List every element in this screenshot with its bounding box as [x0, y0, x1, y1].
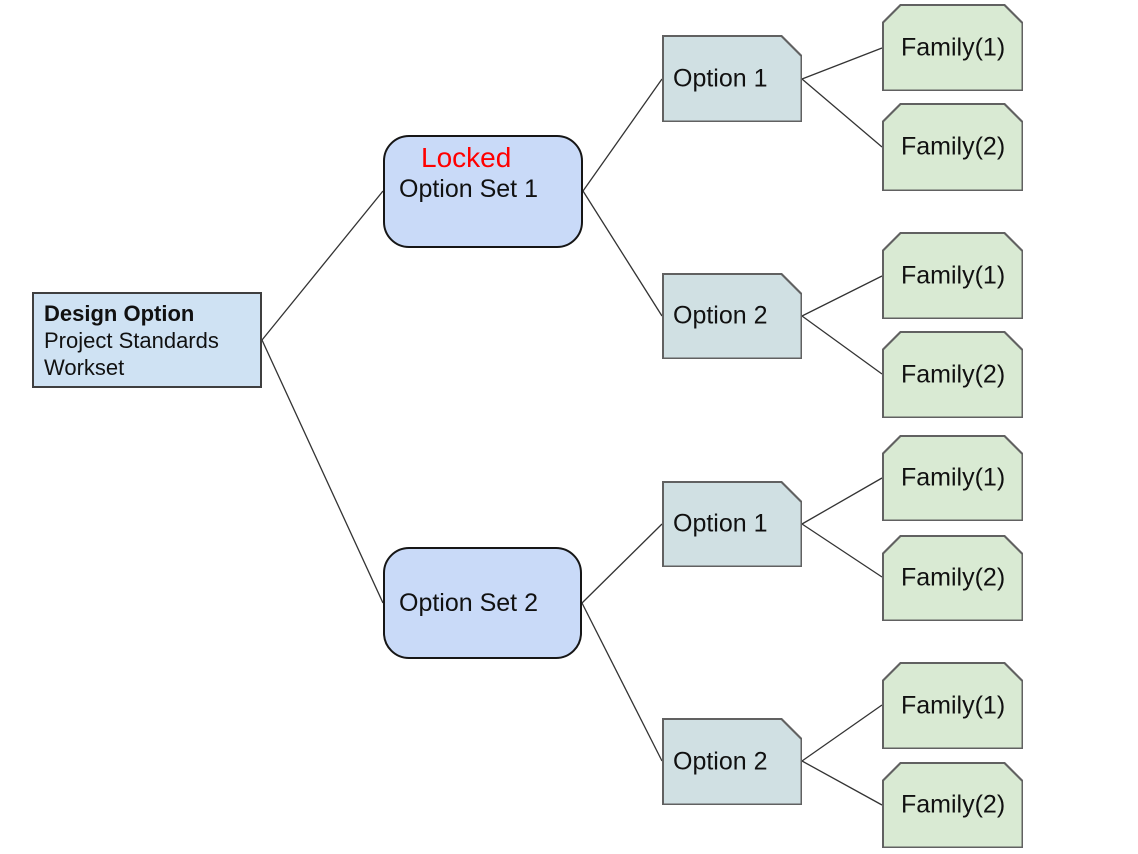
option-node-fill — [664, 483, 801, 566]
family-node-fill — [884, 537, 1022, 620]
connector-line — [801, 704, 883, 762]
family-node-set2-option2-family2: Family(2) — [882, 762, 1023, 848]
family-node-set1-option1-family2: Family(2) — [882, 103, 1023, 191]
option-label: Option 2 — [673, 301, 768, 330]
family-node-fill — [884, 764, 1022, 847]
option-node-fill — [664, 275, 801, 358]
connector-line — [582, 190, 663, 317]
connector-line — [801, 47, 883, 80]
root-title: Design Option — [44, 301, 195, 326]
family-label: Family(2) — [901, 563, 1006, 592]
family-node-set1-option2-family1: Family(1) — [882, 232, 1023, 319]
option-node-set1-option1: Option 1 — [662, 35, 802, 122]
family-node-set1-option1-family1: Family(1) — [882, 4, 1023, 91]
connector-line — [581, 602, 663, 762]
connector-line — [581, 523, 663, 604]
option-set-2-node: Option Set 2 — [383, 547, 582, 659]
connector-line — [261, 339, 384, 604]
connector-line — [582, 78, 663, 192]
family-node-fill — [884, 664, 1022, 748]
option-set-1-label: Option Set 1 — [399, 175, 538, 203]
connector-line — [261, 190, 384, 341]
family-node-set2-option1-family1: Family(1) — [882, 435, 1023, 521]
family-label: Family(1) — [901, 691, 1006, 719]
option-label: Option 1 — [673, 509, 768, 538]
option-set-2-label: Option Set 2 — [399, 588, 538, 617]
root-line-project-standards: Project Standards — [44, 328, 219, 353]
connector-line — [801, 477, 883, 525]
option-node-fill — [664, 720, 801, 804]
option-set-1-node: Locked Option Set 1 — [383, 135, 583, 248]
connector-line — [801, 315, 883, 375]
family-node-set1-option2-family2: Family(2) — [882, 331, 1023, 418]
family-node-fill — [884, 437, 1022, 520]
connector-line — [801, 275, 883, 317]
family-node-fill — [884, 333, 1022, 417]
option-label: Option 2 — [673, 747, 768, 775]
option-label: Option 1 — [673, 64, 768, 92]
connector-line — [801, 523, 883, 578]
option-node-set1-option2: Option 2 — [662, 273, 802, 359]
family-node-fill — [884, 105, 1022, 190]
root-line-workset: Workset — [44, 355, 125, 380]
family-label: Family(1) — [901, 261, 1006, 289]
option-node-set2-option1: Option 1 — [662, 481, 802, 567]
connector-line — [801, 760, 883, 806]
family-label: Family(1) — [901, 33, 1006, 61]
locked-status-label: Locked — [421, 142, 512, 173]
family-node-set2-option2-family1: Family(1) — [882, 662, 1023, 749]
connector-line — [801, 78, 883, 148]
family-node-fill — [884, 6, 1022, 90]
family-node-set2-option1-family2: Family(2) — [882, 535, 1023, 621]
family-label: Family(1) — [901, 463, 1006, 492]
option-node-set2-option2: Option 2 — [662, 718, 802, 805]
family-label: Family(2) — [901, 360, 1006, 388]
family-node-fill — [884, 234, 1022, 318]
option-node-fill — [664, 37, 801, 121]
family-label: Family(2) — [901, 790, 1006, 819]
root-node: Design Option Project Standards Workset — [32, 292, 262, 388]
family-label: Family(2) — [901, 132, 1006, 161]
